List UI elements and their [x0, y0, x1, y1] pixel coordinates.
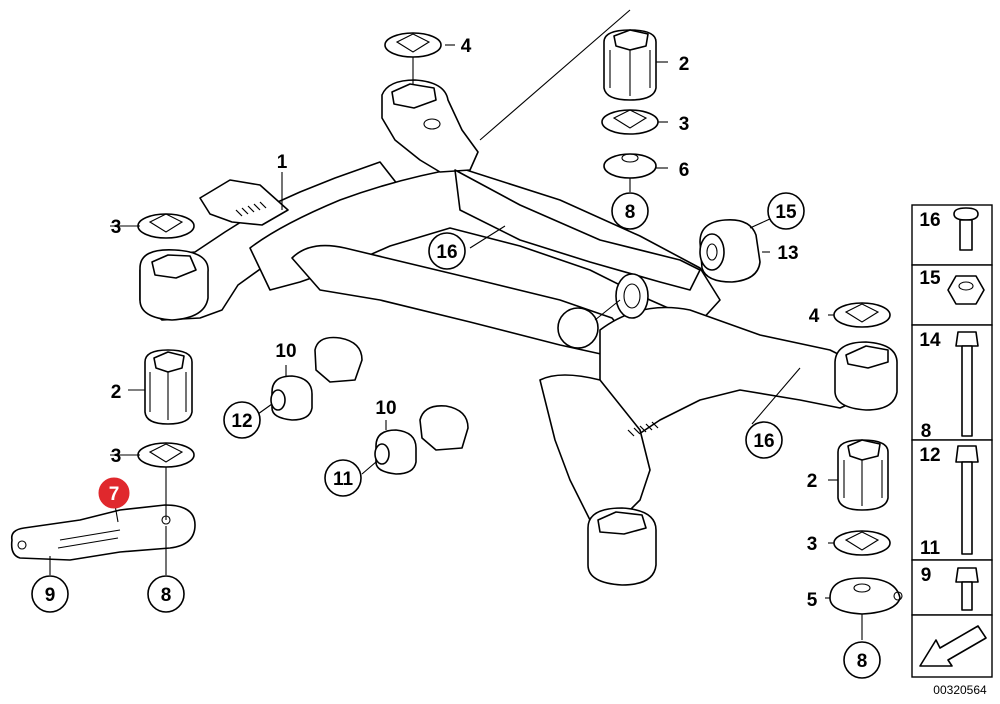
callout-16-center[interactable]: 16 [428, 232, 466, 270]
svg-text:15: 15 [919, 268, 941, 289]
callout-3-left-bottom[interactable]: 3 [111, 446, 122, 467]
left-washer-top[interactable] [137, 213, 195, 239]
svg-text:16: 16 [753, 431, 774, 452]
callout-15[interactable]: 15 [767, 192, 805, 230]
callout-8-left[interactable]: 8 [147, 575, 185, 613]
left-rubber-mount[interactable] [144, 349, 193, 425]
top-cap[interactable] [603, 153, 657, 179]
svg-text:8: 8 [857, 651, 868, 672]
right-rubber-mount[interactable] [837, 439, 889, 511]
callout-16-right[interactable]: 16 [745, 421, 783, 459]
callout-1[interactable]: 1 [277, 152, 288, 173]
rear-subframe[interactable] [139, 79, 898, 586]
callout-2-left[interactable]: 2 [111, 382, 122, 403]
top-washer-4[interactable] [384, 32, 442, 58]
panel-item-15[interactable]: 15 [919, 268, 985, 305]
hatch-right [627, 421, 659, 437]
hardware-panel: 16 15 14 8 12 11 9 [911, 204, 993, 678]
callout-8-right[interactable]: 8 [843, 641, 881, 679]
callout-8-top[interactable]: 8 [611, 192, 649, 230]
svg-text:8: 8 [625, 202, 636, 223]
callout-7-highlighted[interactable]: 7 [98, 477, 130, 509]
callout-6[interactable]: 6 [679, 160, 690, 181]
direction-arrow-icon [919, 625, 987, 667]
callout-2-right[interactable]: 2 [807, 471, 818, 492]
callout-3-left-top[interactable]: 3 [111, 217, 122, 238]
callout-2-top[interactable]: 2 [679, 54, 690, 75]
panel-item-9[interactable]: 9 [921, 565, 979, 611]
diagram-id: 00320564 [933, 683, 987, 697]
panel-item-16[interactable]: 16 [919, 207, 979, 251]
bushing-11[interactable] [374, 429, 417, 475]
rear-diff-bushing[interactable] [699, 218, 761, 283]
callout-10-left[interactable]: 10 [275, 341, 296, 362]
strut-bracket[interactable] [10, 504, 196, 561]
svg-text:8: 8 [921, 421, 932, 442]
callout-3-top[interactable]: 3 [679, 114, 690, 135]
top-washer[interactable] [601, 109, 659, 135]
svg-text:9: 9 [45, 585, 56, 606]
panel-item-12[interactable]: 12 11 [919, 445, 979, 559]
callout-4-right[interactable]: 4 [809, 306, 820, 327]
callout-9[interactable]: 9 [31, 575, 69, 613]
hatch-left [235, 201, 267, 217]
bushing-12[interactable] [270, 375, 313, 421]
callout-10-right[interactable]: 10 [375, 398, 396, 419]
left-washer-bottom[interactable] [137, 442, 195, 468]
svg-text:16: 16 [436, 242, 457, 263]
svg-text:12: 12 [919, 445, 940, 466]
right-washer-3[interactable] [833, 530, 891, 556]
callout-12[interactable]: 12 [223, 401, 261, 439]
top-rubber-mount[interactable] [603, 29, 657, 101]
callout-3-right[interactable]: 3 [807, 534, 818, 555]
svg-text:14: 14 [919, 330, 941, 351]
svg-text:8: 8 [161, 585, 172, 606]
callout-4-top[interactable]: 4 [461, 36, 472, 57]
leader-lines [49, 9, 863, 640]
callout-13[interactable]: 13 [777, 243, 798, 264]
svg-text:9: 9 [921, 565, 932, 586]
svg-text:11: 11 [333, 469, 354, 490]
callout-5[interactable]: 5 [807, 590, 818, 611]
callout-11[interactable]: 11 [324, 459, 362, 497]
right-washer-4[interactable] [833, 302, 891, 328]
svg-text:15: 15 [775, 202, 797, 223]
svg-text:7: 7 [109, 484, 120, 505]
right-cap-5[interactable] [829, 577, 903, 615]
svg-text:16: 16 [919, 210, 940, 231]
panel-item-14[interactable]: 14 8 [919, 330, 979, 442]
svg-text:11: 11 [920, 538, 941, 559]
svg-text:12: 12 [231, 411, 252, 432]
